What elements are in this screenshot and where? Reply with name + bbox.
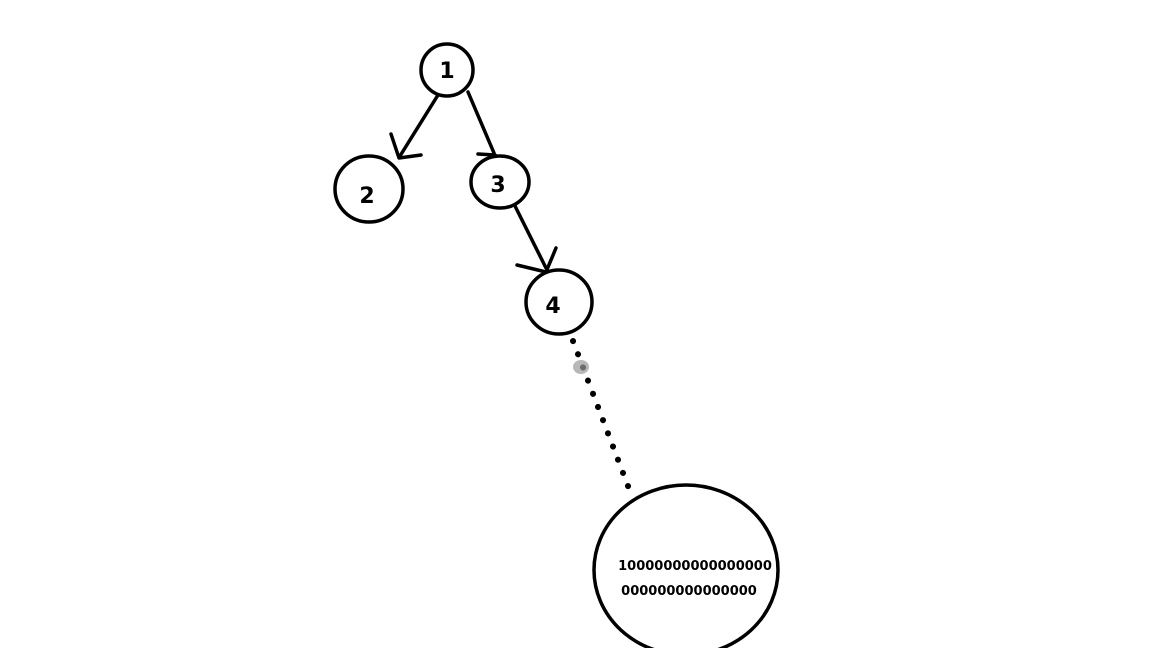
node-2-label: 2 — [359, 184, 374, 209]
edge-1-to-2 — [389, 93, 440, 160]
edge-4-to-big-node — [570, 338, 634, 497]
big-node: 10000000000000000 000000000000000 — [592, 483, 780, 648]
big-node-label-line-1: 10000000000000000 — [618, 559, 772, 574]
node-3: 3 — [469, 154, 531, 210]
big-node-label-line-2: 000000000000000 — [621, 584, 757, 599]
node-1: 1 — [419, 42, 475, 98]
node-4-label: 4 — [545, 294, 560, 319]
node-4: 4 — [524, 268, 594, 336]
edge-3-to-4 — [512, 202, 558, 274]
smudge-mark — [573, 360, 589, 374]
node-2: 2 — [333, 154, 405, 224]
edge-1-to-3 — [466, 90, 504, 162]
node-1-label: 1 — [439, 59, 454, 84]
node-3-label: 3 — [490, 173, 505, 198]
